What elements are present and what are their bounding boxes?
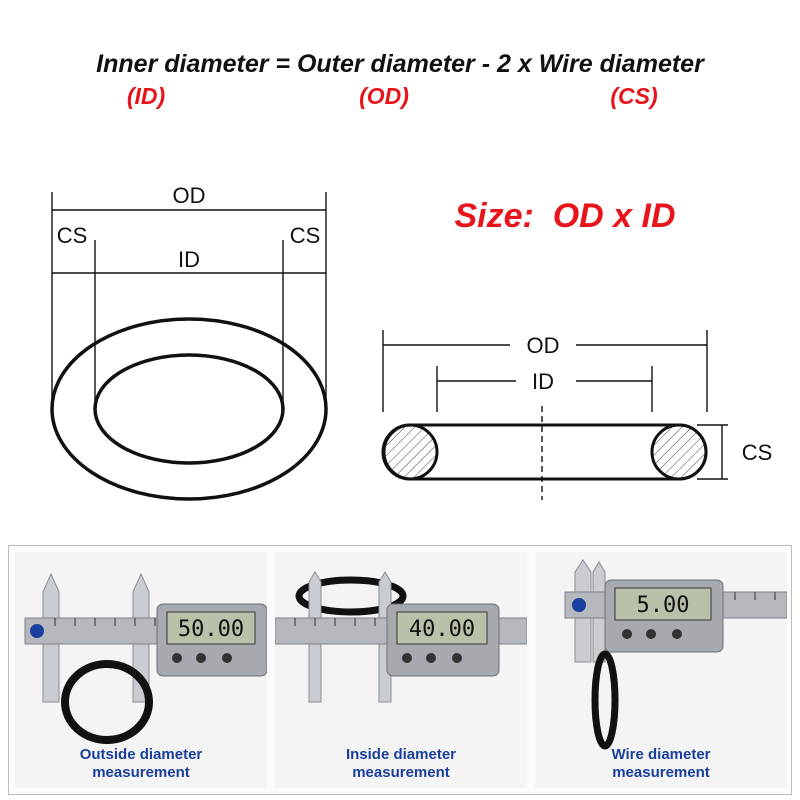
- section-id-label: ID: [532, 369, 554, 394]
- formula-abbr-id: (ID): [127, 83, 165, 109]
- caption-outside-diameter: Outside diameter measurement: [79, 746, 203, 781]
- ring-outer-edge: [50, 317, 328, 501]
- section-od-label: OD: [527, 333, 560, 358]
- caliper-reading: 40.00: [409, 617, 475, 642]
- section-left-circle: [381, 423, 439, 481]
- oring-cross-section: OD ID CS: [381, 330, 773, 500]
- measurement-photo-strip: 50.00 Outside diameter measurement 40.00: [8, 545, 792, 795]
- photo-wire-diameter: 5.00 Wire diameter measurement: [535, 552, 787, 788]
- caliper-illustration: 50.00: [15, 552, 267, 788]
- caption-wire-diameter: Wire diameter measurement: [611, 746, 711, 781]
- oring-sample-icon: [61, 660, 153, 744]
- formula-abbr-od: (OD): [359, 83, 409, 109]
- ring-id-label: ID: [178, 247, 200, 272]
- formula-text: Inner diameter = Outer diameter - 2 x Wi…: [96, 50, 705, 78]
- caliper-illustration: 5.00: [535, 552, 787, 788]
- caption-inside-diameter: Inside diameter measurement: [345, 746, 457, 781]
- ring-od-label: OD: [173, 183, 206, 208]
- oring-sample-icon: [295, 576, 407, 616]
- caliper-reading: 5.00: [637, 593, 690, 618]
- caliper-reading: 50.00: [178, 617, 244, 642]
- size-label: Size: OD x ID: [454, 197, 675, 235]
- ring-cs-right-label: CS: [290, 223, 321, 248]
- ring-cs-left-label: CS: [57, 223, 88, 248]
- section-right-circle: [650, 423, 708, 481]
- caliper-illustration: 40.00: [275, 552, 527, 788]
- oring-top-view: OD CS CS ID: [50, 183, 328, 501]
- oring-diagram: Inner diameter = Outer diameter - 2 x Wi…: [50, 50, 773, 501]
- formula-abbr-cs: (CS): [610, 83, 657, 109]
- oring-sample-icon: [591, 650, 619, 750]
- photo-outside-diameter: 50.00 Outside diameter measurement: [15, 552, 267, 788]
- section-cs-label: CS: [742, 440, 773, 465]
- photo-inside-diameter: 40.00 Inside diameter measurement: [275, 552, 527, 788]
- ring-inner-edge: [93, 353, 285, 465]
